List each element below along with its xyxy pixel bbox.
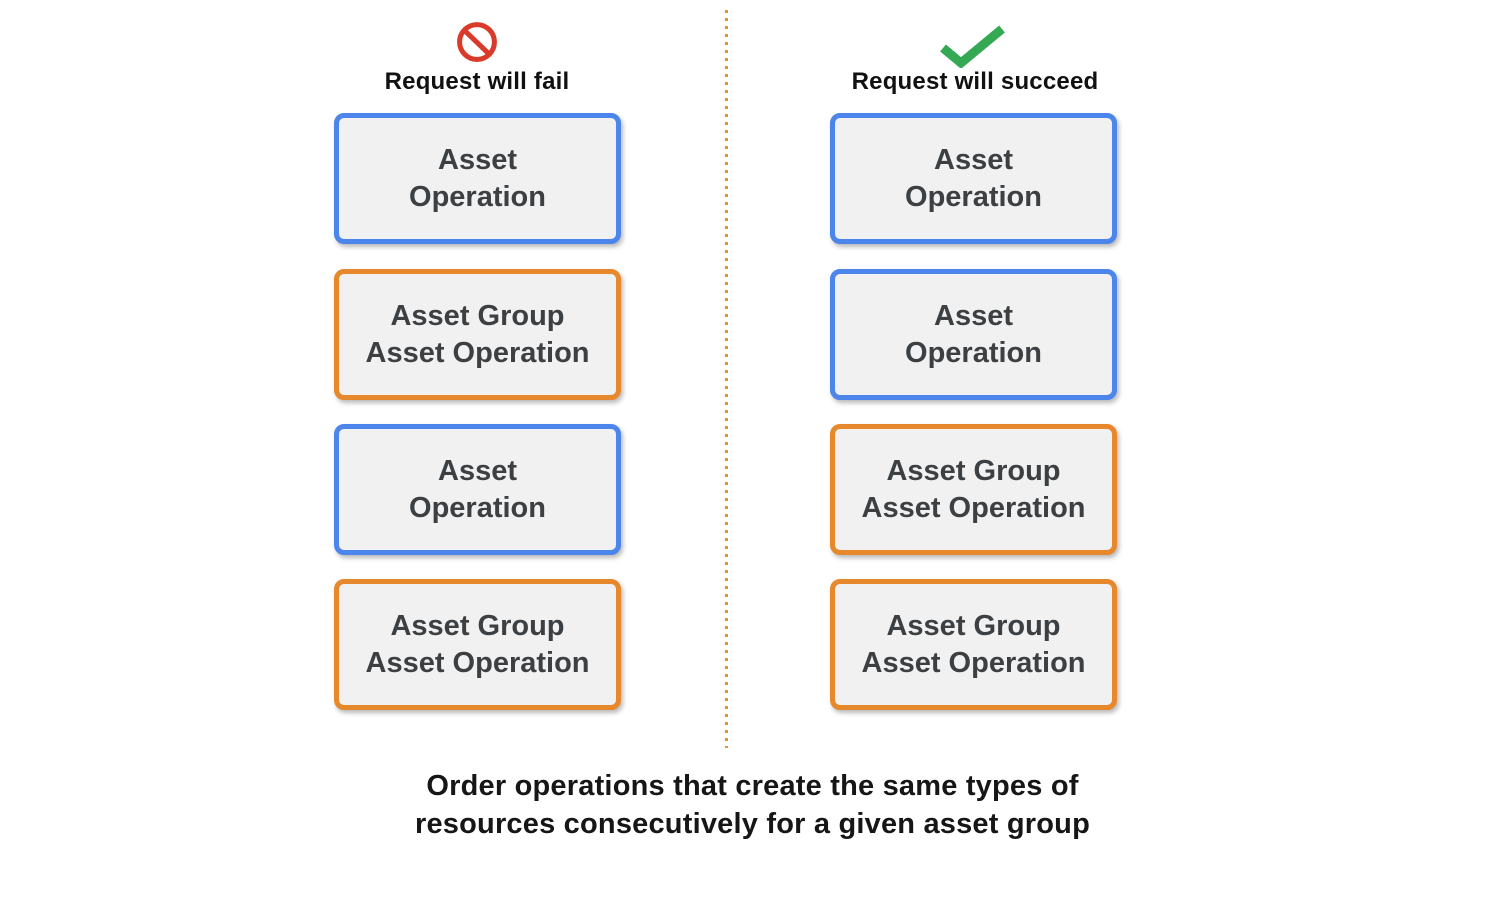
- check-icon: [938, 24, 1008, 73]
- asset-group-asset-operation-box: Asset Group Asset Operation: [334, 269, 621, 400]
- dotted-divider: [725, 10, 728, 748]
- box-label: Asset Operation: [409, 454, 546, 524]
- asset-operation-box: Asset Operation: [334, 424, 621, 555]
- asset-operation-box: Asset Operation: [830, 113, 1117, 244]
- prohibition-icon: [455, 20, 499, 69]
- box-label: Asset Group Asset Operation: [861, 609, 1086, 679]
- box-label: Asset Group Asset Operation: [365, 609, 590, 679]
- asset-operation-box: Asset Operation: [334, 113, 621, 244]
- succeed-column-title: Request will succeed: [851, 68, 1099, 95]
- box-label: Asset Operation: [409, 143, 546, 213]
- box-label: Asset Operation: [905, 143, 1042, 213]
- box-label: Asset Group Asset Operation: [365, 299, 590, 369]
- box-label: Asset Operation: [905, 299, 1042, 369]
- asset-group-asset-operation-box: Asset Group Asset Operation: [830, 579, 1117, 710]
- caption: Order operations that create the same ty…: [414, 770, 1091, 840]
- asset-operation-box: Asset Operation: [830, 269, 1117, 400]
- fail-column-title: Request will fail: [384, 68, 570, 95]
- box-label: Asset Group Asset Operation: [861, 454, 1086, 524]
- asset-group-asset-operation-box: Asset Group Asset Operation: [830, 424, 1117, 555]
- asset-group-asset-operation-box: Asset Group Asset Operation: [334, 579, 621, 710]
